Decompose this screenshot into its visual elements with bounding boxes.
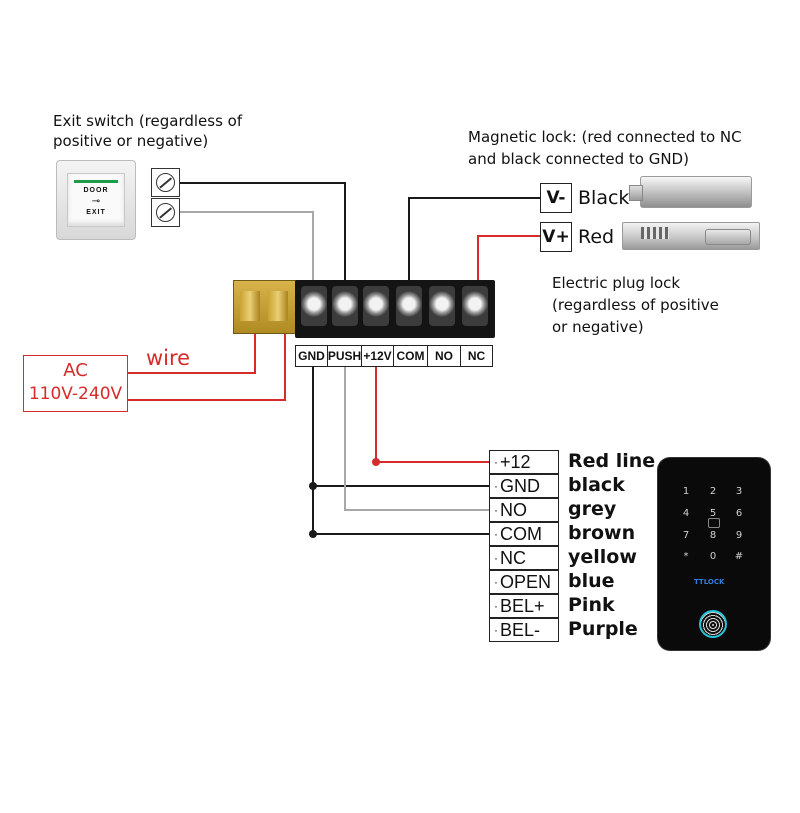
brand-logo: TTLOCK	[694, 578, 725, 586]
exit-switch-wire-grey	[180, 211, 314, 280]
keypad-key: 1	[682, 486, 690, 497]
exit-switch-device: DOOR ⊸ EXIT	[56, 160, 136, 240]
keypad-wire-gnd	[312, 367, 489, 535]
magnetic-lock-image	[629, 176, 752, 208]
wire-color-label: grey	[568, 498, 617, 520]
exit-switch-terminal-1	[151, 168, 180, 197]
lock-wire-red	[477, 235, 540, 282]
screw-icon	[332, 286, 358, 326]
exit-text: EXIT	[86, 209, 106, 216]
wire-label: wire	[146, 346, 191, 370]
pin-label: OPEN	[500, 571, 552, 592]
keypad-key: 2	[709, 486, 717, 497]
power-input-terminal	[233, 280, 297, 334]
ac-label: AC	[63, 360, 88, 381]
keypad-wire-12v	[375, 367, 489, 463]
magnetic-lock-caption-2: and black connected to GND)	[468, 150, 689, 168]
junction-dot-gnd-2	[309, 530, 317, 538]
exit-switch-wire-black	[180, 182, 346, 280]
wire-color-label: yellow	[568, 546, 637, 568]
keypad-key: 6	[735, 508, 743, 519]
card-reader-icon	[708, 518, 720, 528]
lock-terminal-v-minus: V-	[540, 183, 572, 213]
pin-cell: ·GND	[489, 474, 559, 498]
access-keypad-device: 1 2 3 4 5 6 7 8 9 * 0 # TTLOCK	[658, 458, 770, 650]
pin-cell: ·OPEN	[489, 570, 559, 594]
junction-dot-gnd-1	[309, 482, 317, 490]
terminal-label-com: COM	[393, 345, 428, 367]
keypad-key: #	[734, 551, 744, 562]
screw-icon	[462, 286, 488, 326]
screw-icon	[363, 286, 389, 326]
terminal-label-12v: +12V	[361, 345, 394, 367]
pin-cell: ·COM	[489, 522, 559, 546]
keypad-key: 4	[682, 508, 690, 519]
exit-switch-terminal-2	[151, 198, 180, 227]
terminal-label-push: PUSH	[327, 345, 362, 367]
exit-switch-caption-1: Exit switch (regardless of	[53, 112, 243, 130]
ac-power-box: AC 110V-240V	[23, 355, 128, 412]
pin-cell: ·NO	[489, 498, 559, 522]
wire-color-label: blue	[568, 570, 615, 592]
keypad-key: 0	[709, 551, 717, 562]
keypad-key: 5	[709, 508, 717, 519]
pin-cell: ·NC	[489, 546, 559, 570]
power-wire-2	[128, 330, 286, 401]
fingerprint-sensor-icon	[699, 610, 727, 638]
keypad-key: 3	[735, 486, 743, 497]
keypad-key: 8	[709, 530, 717, 541]
keypad-key: *	[683, 551, 689, 562]
pin-label: +12	[500, 451, 531, 472]
plug-lock-caption-2: (regardless of positive	[552, 296, 719, 314]
terminal-label-nc: NC	[460, 345, 493, 367]
pin-cell: ·BEL+	[489, 594, 559, 618]
exit-switch-caption-2: positive or negative)	[53, 132, 209, 150]
keypad-key: 9	[735, 530, 743, 541]
screw-icon	[301, 286, 327, 326]
keypad-wire-push	[344, 367, 489, 511]
pin-label: COM	[500, 523, 542, 544]
keypad-key: 7	[682, 530, 690, 541]
pin-label: GND	[500, 475, 540, 496]
terminal-label-gnd: GND	[295, 345, 328, 367]
wire-color-label: black	[568, 474, 625, 496]
pin-cell: ·+12	[489, 450, 559, 474]
power-wire-1	[128, 330, 256, 374]
lock-terminal-v-plus: V+	[540, 222, 572, 252]
electric-plug-lock-image	[622, 222, 760, 250]
junction-dot-12v	[372, 458, 380, 466]
lock-wire-black-label: Black	[578, 187, 630, 209]
terminal-label-no: NO	[427, 345, 461, 367]
wire-color-label: Purple	[568, 618, 638, 640]
door-text: DOOR	[83, 187, 109, 194]
terminal-block	[295, 280, 495, 338]
pin-label: NC	[500, 547, 526, 568]
pin-label: NO	[500, 499, 527, 520]
pin-label: BEL-	[500, 619, 541, 640]
key-icon: ⊸	[91, 196, 101, 207]
plug-lock-caption-3: or negative)	[552, 318, 644, 336]
screw-icon	[396, 286, 422, 326]
lock-wire-black	[408, 197, 540, 282]
plug-lock-caption-1: Electric plug lock	[552, 274, 681, 292]
wire-color-label: brown	[568, 522, 636, 544]
pin-label: BEL+	[500, 595, 545, 616]
voltage-label: 110V-240V	[28, 384, 123, 404]
pin-cell: ·BEL-	[489, 618, 559, 642]
lock-wire-red-label: Red	[578, 226, 615, 248]
wire-color-label: Red line	[568, 450, 656, 472]
wire-color-label: Pink	[568, 594, 615, 616]
magnetic-lock-caption-1: Magnetic lock: (red connected to NC	[468, 128, 742, 146]
screw-icon	[429, 286, 455, 326]
